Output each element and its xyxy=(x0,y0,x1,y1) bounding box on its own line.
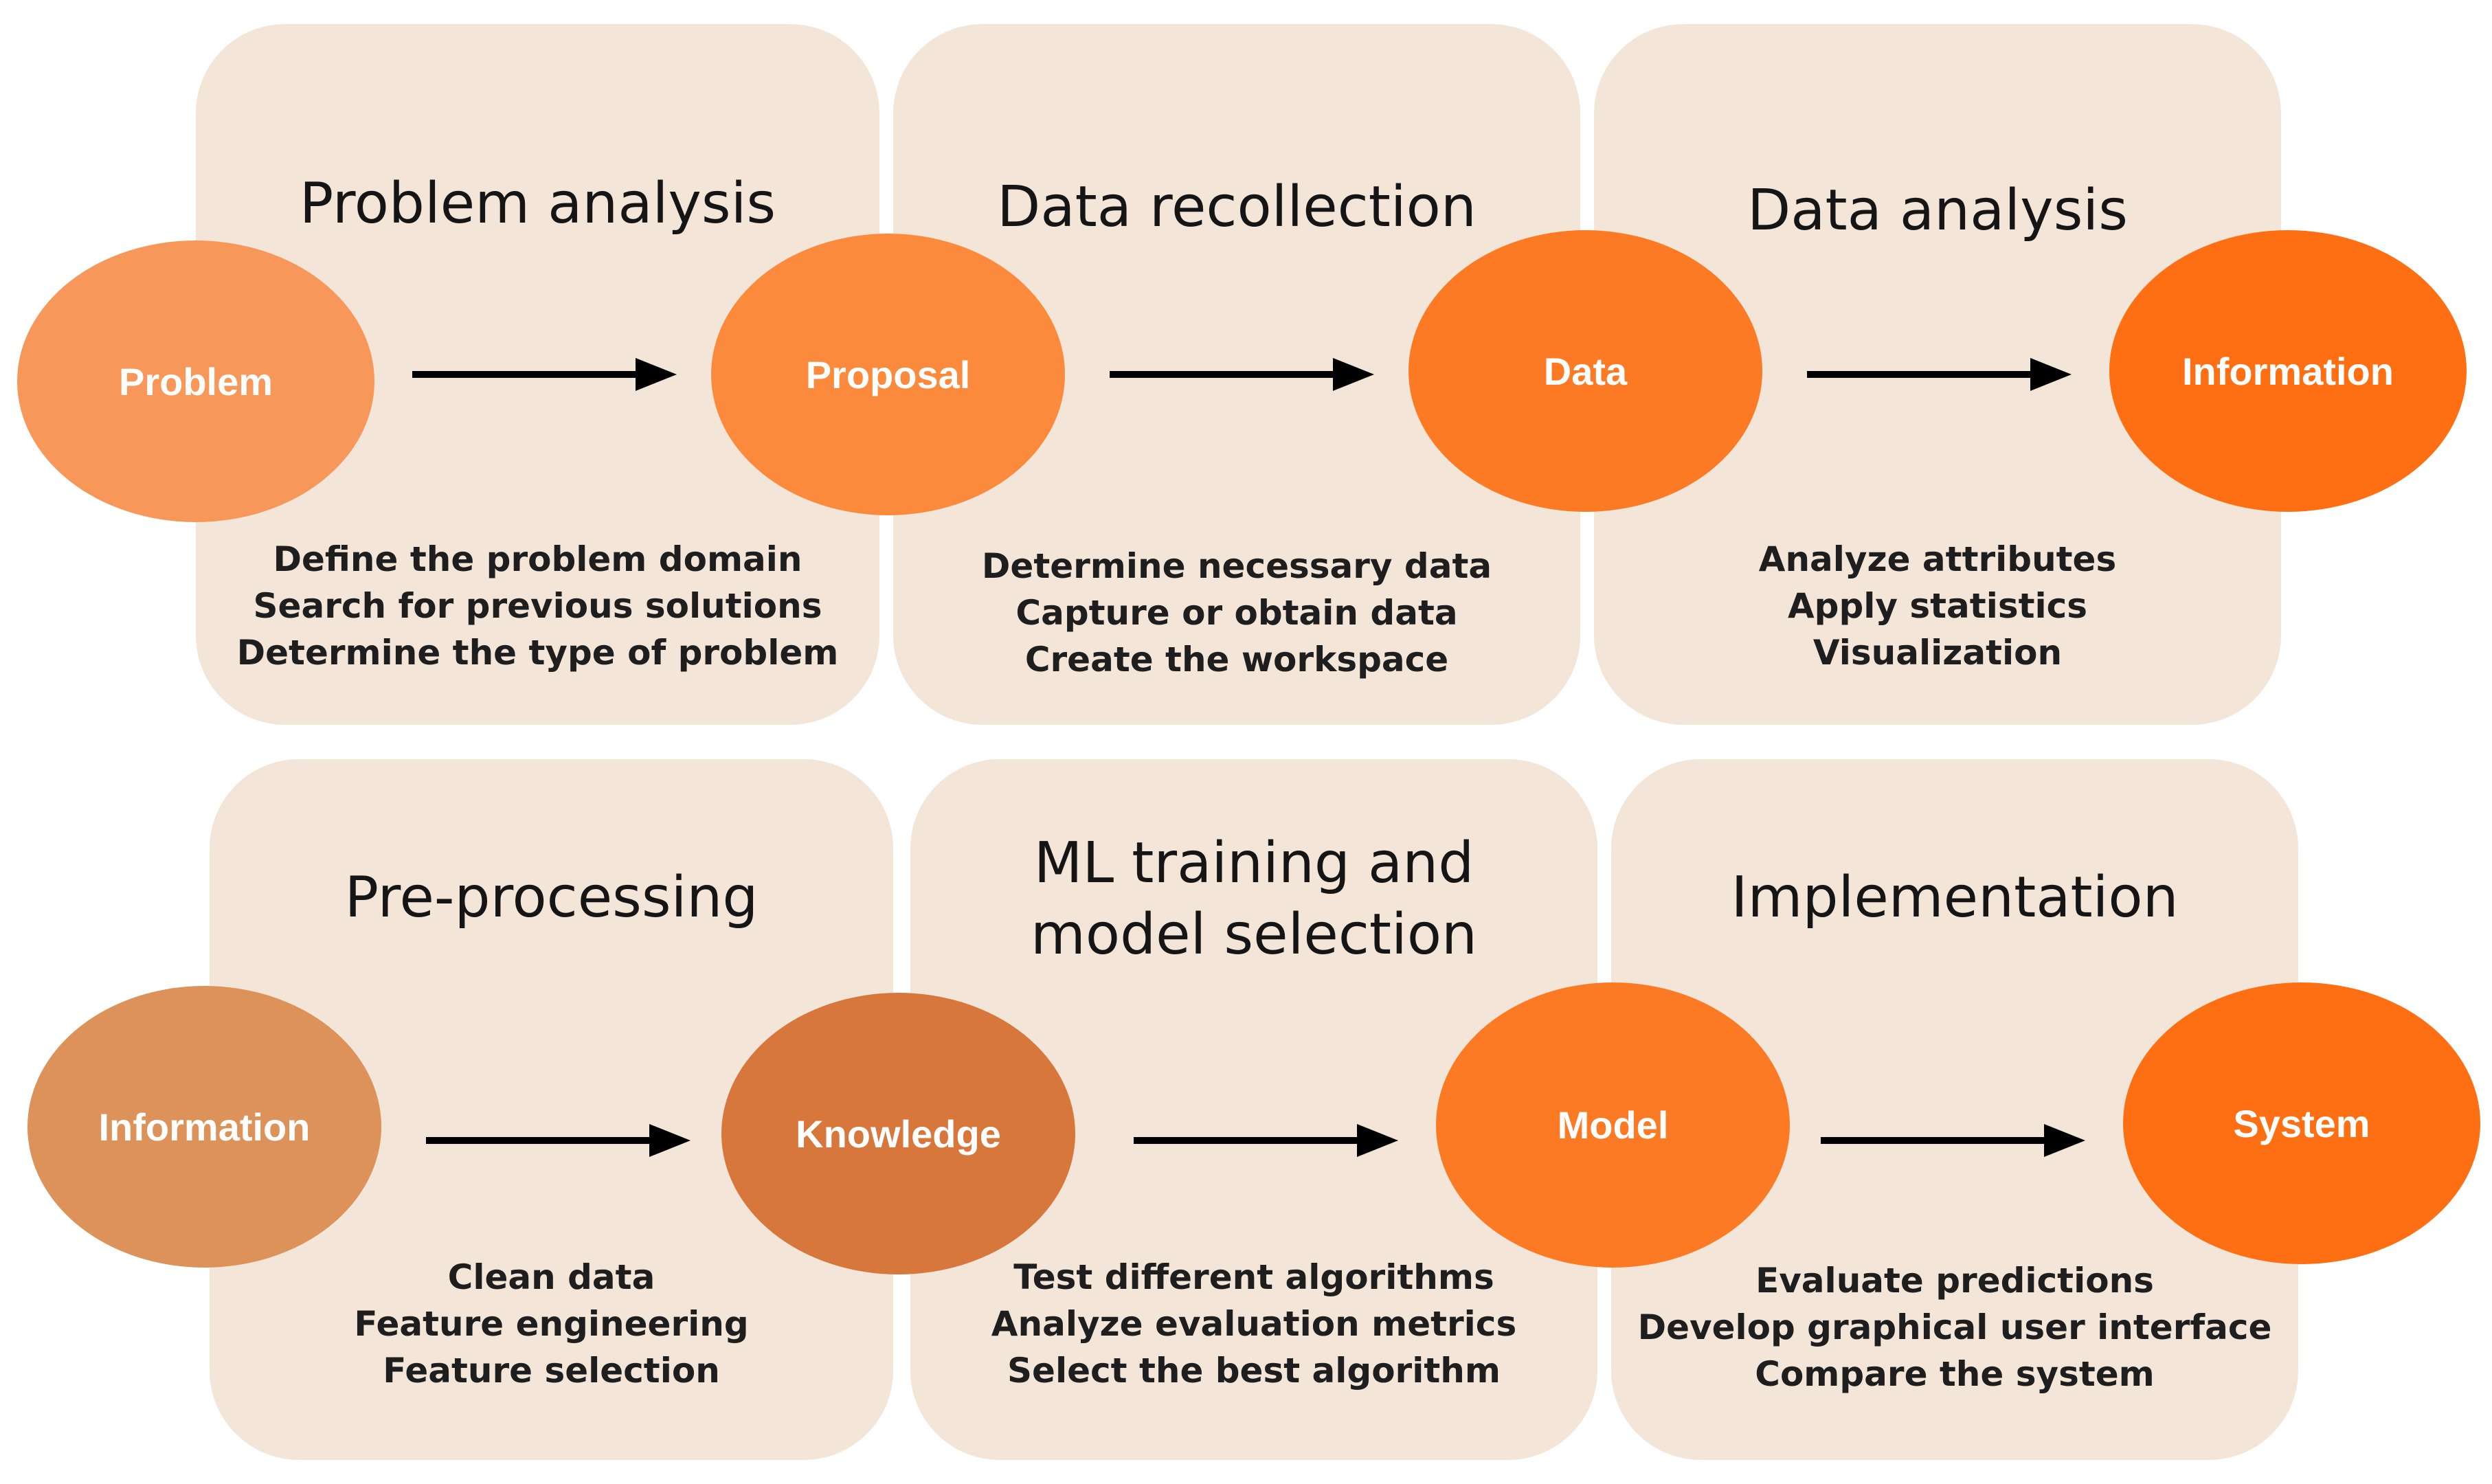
stage-title-line: ML training and xyxy=(1033,831,1474,896)
step-item: Select the best algorithm xyxy=(1007,1351,1501,1391)
step-item: Apply statistics xyxy=(1787,586,2088,626)
arrow-right-icon xyxy=(1821,1124,2085,1157)
node-data: Data xyxy=(1408,230,1762,512)
step-item: Develop graphical user interface xyxy=(1637,1307,2272,1347)
stage-title: Problem analysis xyxy=(299,171,776,236)
step-item: Feature engineering xyxy=(354,1304,749,1344)
arrow-right-icon xyxy=(1110,358,1374,391)
step-item: Capture or obtain data xyxy=(1015,593,1458,633)
step-item: Create the workspace xyxy=(1024,640,1449,679)
stage-steps: Evaluate predictions Develop graphical u… xyxy=(1611,1257,2298,1397)
arrow-right-icon xyxy=(426,1124,691,1157)
node-proposal: Proposal xyxy=(711,234,1065,515)
step-item: Analyze attributes xyxy=(1758,539,2117,579)
node-knowledge: Knowledge xyxy=(721,993,1075,1274)
stage-title: Data analysis xyxy=(1747,178,2128,243)
step-item: Determine necessary data xyxy=(981,546,1492,586)
stage-steps: Analyze attributes Apply statistics Visu… xyxy=(1594,536,2281,676)
step-item: Evaluate predictions xyxy=(1755,1261,2154,1301)
arrow-right-icon xyxy=(1807,358,2072,391)
node-model: Model xyxy=(1436,982,1790,1268)
node-system: System xyxy=(2123,982,2480,1264)
step-item: Test different algorithms xyxy=(1013,1257,1494,1297)
step-item: Analyze evaluation metrics xyxy=(991,1304,1517,1344)
stage-title-line: model selection xyxy=(1031,902,1477,967)
step-item: Determine the type of problem xyxy=(236,633,839,673)
step-item: Search for previous solutions xyxy=(253,586,822,626)
node-information: Information xyxy=(27,986,381,1268)
stage-steps: Test different algorithms Analyze evalua… xyxy=(910,1254,1597,1394)
step-item: Clean data xyxy=(447,1257,655,1297)
stage-steps: Determine necessary data Capture or obta… xyxy=(893,543,1580,683)
step-item: Define the problem domain xyxy=(273,539,802,579)
step-item: Visualization xyxy=(1812,633,2063,673)
stage-title: Implementation xyxy=(1731,865,2179,930)
step-item: Compare the system xyxy=(1755,1354,2155,1394)
node-information: Information xyxy=(2109,230,2467,512)
arrow-right-icon xyxy=(1134,1124,1398,1157)
step-item: Feature selection xyxy=(383,1351,720,1391)
stage-title: Data recollection xyxy=(997,175,1477,240)
stage-title: Pre-processing xyxy=(344,865,759,930)
stage-title: ML training and model selection xyxy=(910,828,1597,971)
arrow-right-icon xyxy=(412,358,677,391)
stage-steps: Clean data Feature engineering Feature s… xyxy=(210,1254,893,1394)
stage-steps: Define the problem domain Search for pre… xyxy=(196,536,879,676)
node-problem: Problem xyxy=(17,240,374,522)
